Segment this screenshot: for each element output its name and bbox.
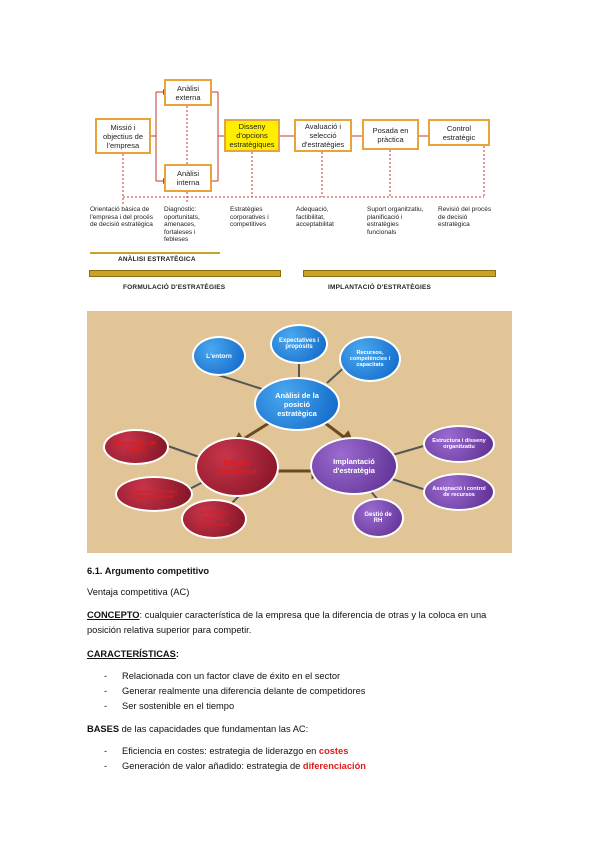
caption-adequacio: Adequació, factibilitat, acceptabilitat [296,206,334,229]
box-posada: Posada en pràctica [362,119,419,150]
analisi-underline [90,252,220,254]
strategy-bubble-diagram: L'entorn Expectatives i propòsits Recurs… [87,311,512,553]
bases-rest: de las capacidades que fundamentan las A… [119,724,309,734]
bases-label: BASES [87,724,120,734]
box-analisi-interna: Anàlisi interna [164,164,212,192]
box-avaluacio: Avaluació i selecció d'estratègies [294,119,352,152]
label-formulacio: FORMULACIÓ D'ESTRATÈGIES [123,284,226,291]
bubble-entorn: L'entorn [192,336,246,376]
caracteristicas-label: CARACTERÍSTICAS [87,649,176,659]
label-implantacio: IMPLANTACIÓ D'ESTRATÈGIES [328,284,432,291]
bubble-entorn-label: L'entorn [206,352,232,360]
bar-formulacio [89,270,281,277]
caracteristicas-heading: CARACTERÍSTICAS: [87,649,179,659]
list-item: Relacionada con un factor clave de éxito… [122,671,341,681]
box-analisi-externa: Anàlisi externa [164,79,212,106]
bubble-analisi: Anàlisi de la posició estratègica [254,377,340,431]
list-dash: - [104,761,108,771]
bubble-avaluacio: Avaluació i selecció d'estratègies [181,499,247,539]
bubble-recursos: Recursos, competències i capacitats [339,336,401,382]
bubble-direccions-label: Direccions i mètodes desenvolupament [130,489,178,499]
diferenciacion-highlight: diferenciación [302,761,366,771]
bubble-implantacio: Implantació d'estratègia [310,437,398,495]
bubble-estrategies-negoci: Estratègies de negoci [103,429,169,465]
bases-item-costes-text: Eficiencia en costes: estrategia de lide… [122,746,319,756]
bar-implantacio [303,270,496,277]
box-disseny: Disseny d'opcions estratègiques [224,119,280,152]
list-dash: - [104,686,108,696]
box-control: Control estratègic [428,119,490,146]
bubble-eleccio-label: Elecció estratègica [217,458,257,476]
bubble-direccions: Direccions i mètodes desenvolupament [115,476,193,512]
concepto-text-1: : cualquier característica de la empresa… [139,610,487,620]
bases-item-diferenciacion-text: Generación de valor añadido: estrategia … [122,761,303,771]
list-dash: - [104,701,108,711]
caption-diagnostic: Diagnòstic: oportunitats, amenaces, fort… [164,206,200,244]
bases-item-costes: Eficiencia en costes: estrategia de lide… [122,746,348,756]
bubble-assignacio-label: Assignació i control de recursos [432,486,486,498]
list-item: Generar realmente una diferencia delante… [122,686,366,696]
caption-revisio: Revisió del procés de decisió estratègic… [438,206,492,229]
bubble-implantacio-label: Implantació d'estratègia [333,457,375,475]
bubble-assignacio: Assignació i control de recursos [423,473,495,511]
bubble-estructura: Estructura i disseny organitzatiu [423,425,495,463]
bases-item-diferenciacion: Generación de valor añadido: estrategia … [122,761,366,771]
bubble-estrategies-negoci-label: Estratègies de negoci [115,441,157,453]
concepto-paragraph: CONCEPTO: cualquier característica de la… [87,610,517,620]
bubble-avaluacio-label: Avaluació i selecció d'estratègies [198,510,230,528]
bubble-recursos-label: Recursos, competències i capacitats [349,350,391,368]
caption-estrategies: Estratègies corporatives i competitives [230,206,269,229]
costes-highlight: costes [318,746,349,756]
bubble-expectatives-label: Expectatives i propòsits [278,338,320,350]
list-dash: - [104,671,108,681]
bubble-gestio-label: Gestió de RH [364,512,392,524]
concepto-label: CONCEPTO [87,610,140,620]
bubble-gestio: Gestió de RH [352,498,404,538]
bubble-analisi-label: Anàlisi de la posició estratègica [275,390,319,418]
list-dash: - [104,746,108,756]
section-subheading: Ventaja competitiva (AC) [87,587,190,597]
label-analisi: ANÀLISI ESTRATÈGICA [118,256,196,263]
bubble-expectatives: Expectatives i propòsits [270,324,328,364]
bubble-eleccio: Elecció estratègica [195,437,279,497]
bubble-estructura-label: Estructura i disseny organitzatiu [432,438,486,450]
caracteristicas-colon: : [175,649,179,659]
caption-orientacio: Orientació bàsica de l'empresa i del pro… [90,206,154,229]
concepto-text-2: posición relativa superior para competir… [87,625,252,635]
bases-heading: BASES de las capacidades que fundamentan… [87,724,308,734]
caption-suport: Suport organitzatiu, planificació i estr… [367,206,424,236]
list-item: Ser sostenible en el tiempo [122,701,235,711]
box-missio: Missió i objectius de l'empresa [95,118,151,154]
section-heading: 6.1. Argumento competitivo [87,566,210,576]
